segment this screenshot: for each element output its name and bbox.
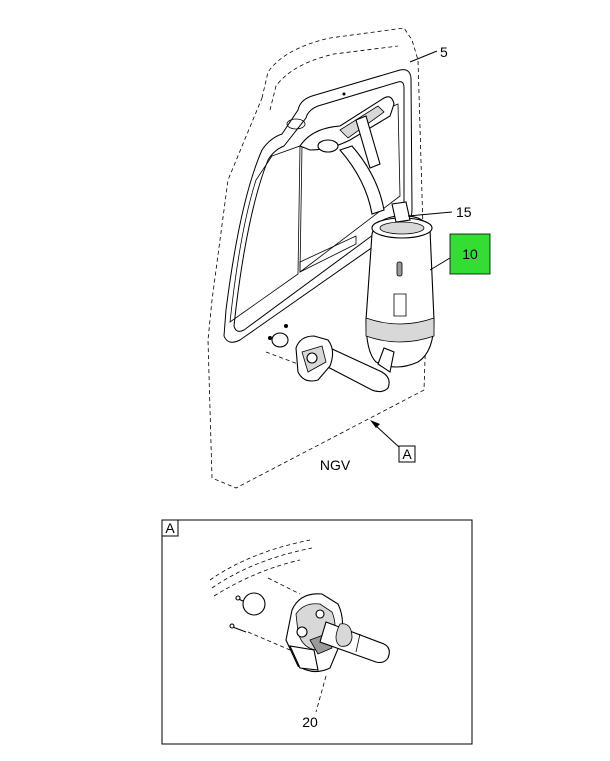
detail-view-a: A 20 [161,519,473,745]
door-window-frame [223,69,413,343]
callout-15-label: 15 [456,204,472,220]
callout-15: 15 [407,204,472,220]
detail-view-label: A [165,520,175,536]
callout-10-label: 10 [462,246,478,262]
highlight-box-10 [449,233,491,275]
mirror-head [365,201,435,368]
door-outline [207,27,427,489]
callout-20-label: 20 [302,714,318,730]
callout-10: 10 [429,233,491,275]
lower-mirror-bracket [265,332,395,393]
view-a-ref-label: A [402,446,412,462]
callout-5-label: 5 [440,44,448,60]
view-a-reference: A [370,420,416,463]
ngv-label: NGV [320,457,351,473]
upper-mirror-bracket [299,96,395,215]
callout-5: 5 [409,44,448,63]
